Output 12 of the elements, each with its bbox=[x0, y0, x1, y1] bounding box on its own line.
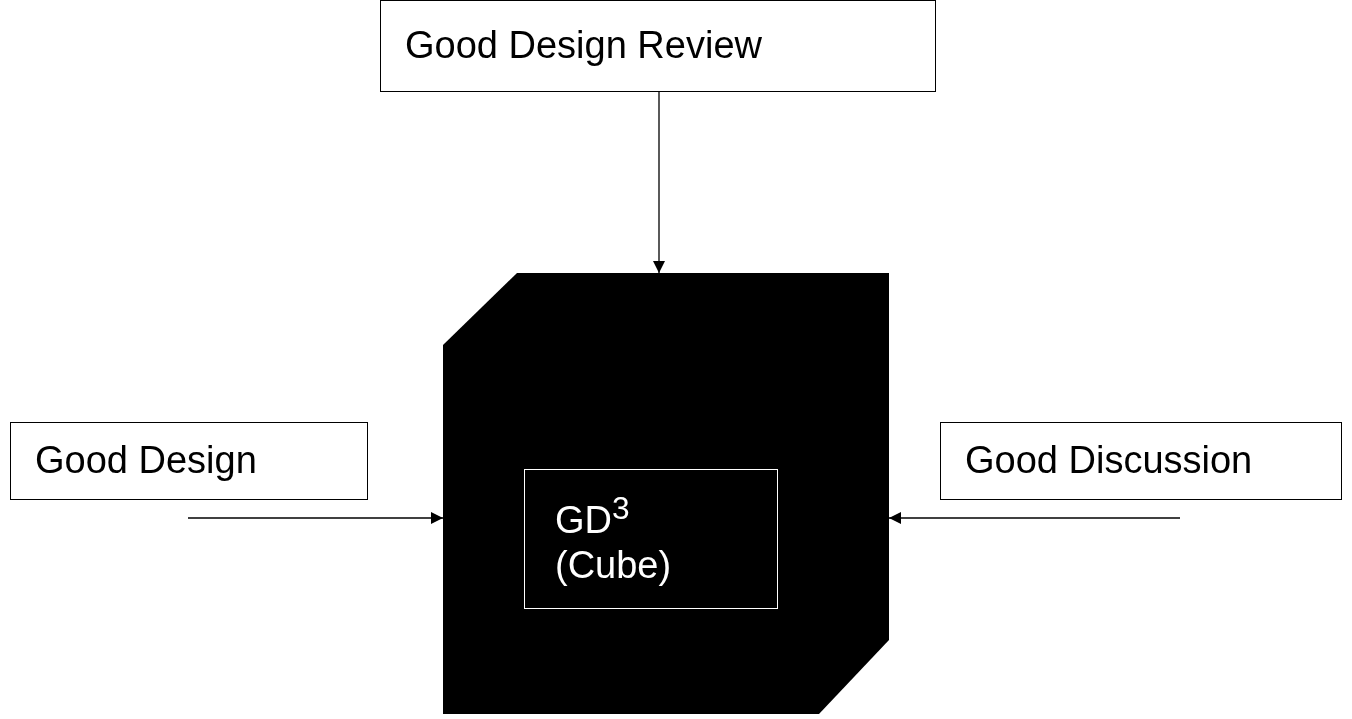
cube-shape bbox=[443, 273, 889, 714]
box-label: Good Design bbox=[35, 438, 257, 484]
text-box bbox=[940, 422, 1342, 500]
box-label: GD$^{3}$ (Cube) bbox=[555, 489, 673, 589]
arrow bbox=[888, 512, 1181, 524]
inner-label-box bbox=[524, 469, 778, 609]
box-label: Good Discussion bbox=[965, 438, 1253, 484]
arrow bbox=[653, 91, 665, 274]
text-box bbox=[380, 0, 936, 92]
text-box bbox=[10, 422, 368, 500]
box-label: Good Design Review bbox=[405, 23, 762, 69]
arrow bbox=[187, 512, 444, 524]
